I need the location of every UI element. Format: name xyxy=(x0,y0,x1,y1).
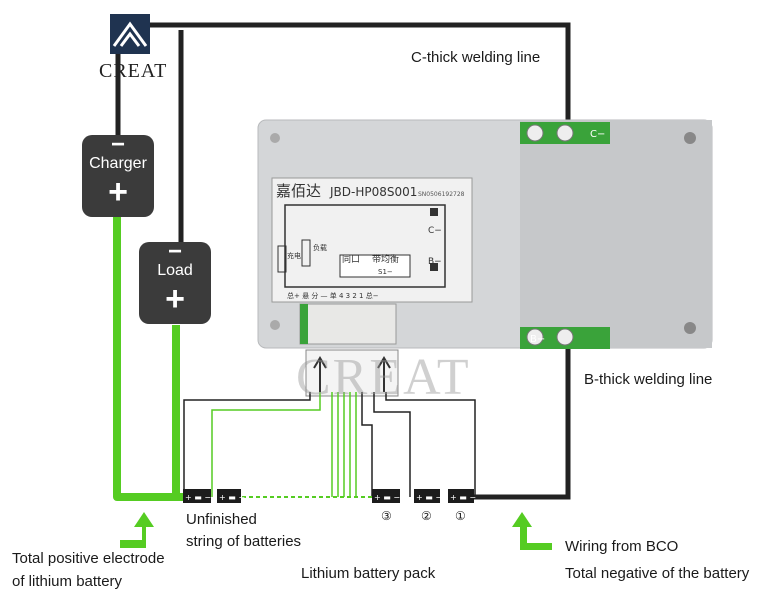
total-positive-label-2: of lithium battery xyxy=(12,573,123,590)
cell-sign-4: + ▬ − xyxy=(416,493,442,502)
watermark: CREAT xyxy=(296,349,471,406)
cell-sign-1: + ▬ − xyxy=(185,493,211,502)
board-pad-b: B− xyxy=(530,334,545,345)
creat-logo-icon xyxy=(110,14,150,54)
board-silk-c: C− xyxy=(428,226,442,236)
board-silk-s1: S1− xyxy=(378,268,393,276)
logo-text: CREAT xyxy=(99,60,168,82)
charger-label: Charger xyxy=(89,155,147,172)
battery-pack-label: Lithium battery pack xyxy=(301,565,436,582)
board-silk-b: B− xyxy=(428,257,442,267)
unfinished-label-1: Unfinished xyxy=(186,511,257,528)
total-positive-label-1: Total positive electrode xyxy=(12,550,165,567)
load-plus: + xyxy=(165,280,185,318)
charger-minus: − xyxy=(110,131,125,158)
cell-sign-3: + ▬ − xyxy=(374,493,400,502)
b-welding-line xyxy=(472,335,571,500)
cell-sign-5: + ▬ − xyxy=(450,493,476,502)
total-negative-label: Total negative of the battery xyxy=(565,565,750,582)
board-model: JBD-HP08S001 xyxy=(329,185,417,199)
cell-number-3: ③ xyxy=(381,509,392,523)
c-line-label: C-thick welding line xyxy=(411,49,541,66)
board-serial: SN0506192728 xyxy=(418,191,465,198)
battery-cells xyxy=(183,489,474,503)
cell-sign-2: + ▬ − xyxy=(219,493,245,502)
b-line-label: B-thick welding line xyxy=(584,371,713,388)
load-minus: − xyxy=(167,238,182,265)
board-pad-c: C− xyxy=(590,129,605,140)
charger-positive-wire xyxy=(113,215,184,501)
cell-number-1: ① xyxy=(455,509,466,523)
board-silk-charge: 充电 xyxy=(287,251,301,260)
charger-plus: + xyxy=(108,173,128,211)
board-silk-bottom: 总+ 悬 分 — 单 4 3 2 1 总− xyxy=(287,291,379,300)
load-label: Load xyxy=(157,262,193,279)
bms-board xyxy=(257,119,713,349)
board-silk-load: 负载 xyxy=(313,243,327,252)
bco-label: Wiring from BCO xyxy=(565,538,679,555)
balance-connector xyxy=(305,349,399,397)
board-brand: 嘉佰达 xyxy=(276,182,321,200)
arrows xyxy=(120,512,552,550)
unfinished-label-2: string of batteries xyxy=(186,533,302,550)
load-box: − Load + xyxy=(139,238,211,324)
board-silk-balance: 带均衡 xyxy=(372,253,399,265)
cell-number-2: ② xyxy=(421,509,432,523)
charger-box: − Charger + xyxy=(82,131,154,217)
c-welding-line xyxy=(148,22,571,140)
balance-harness xyxy=(183,392,476,498)
board-silk-tongkou: 同口 xyxy=(342,254,360,265)
